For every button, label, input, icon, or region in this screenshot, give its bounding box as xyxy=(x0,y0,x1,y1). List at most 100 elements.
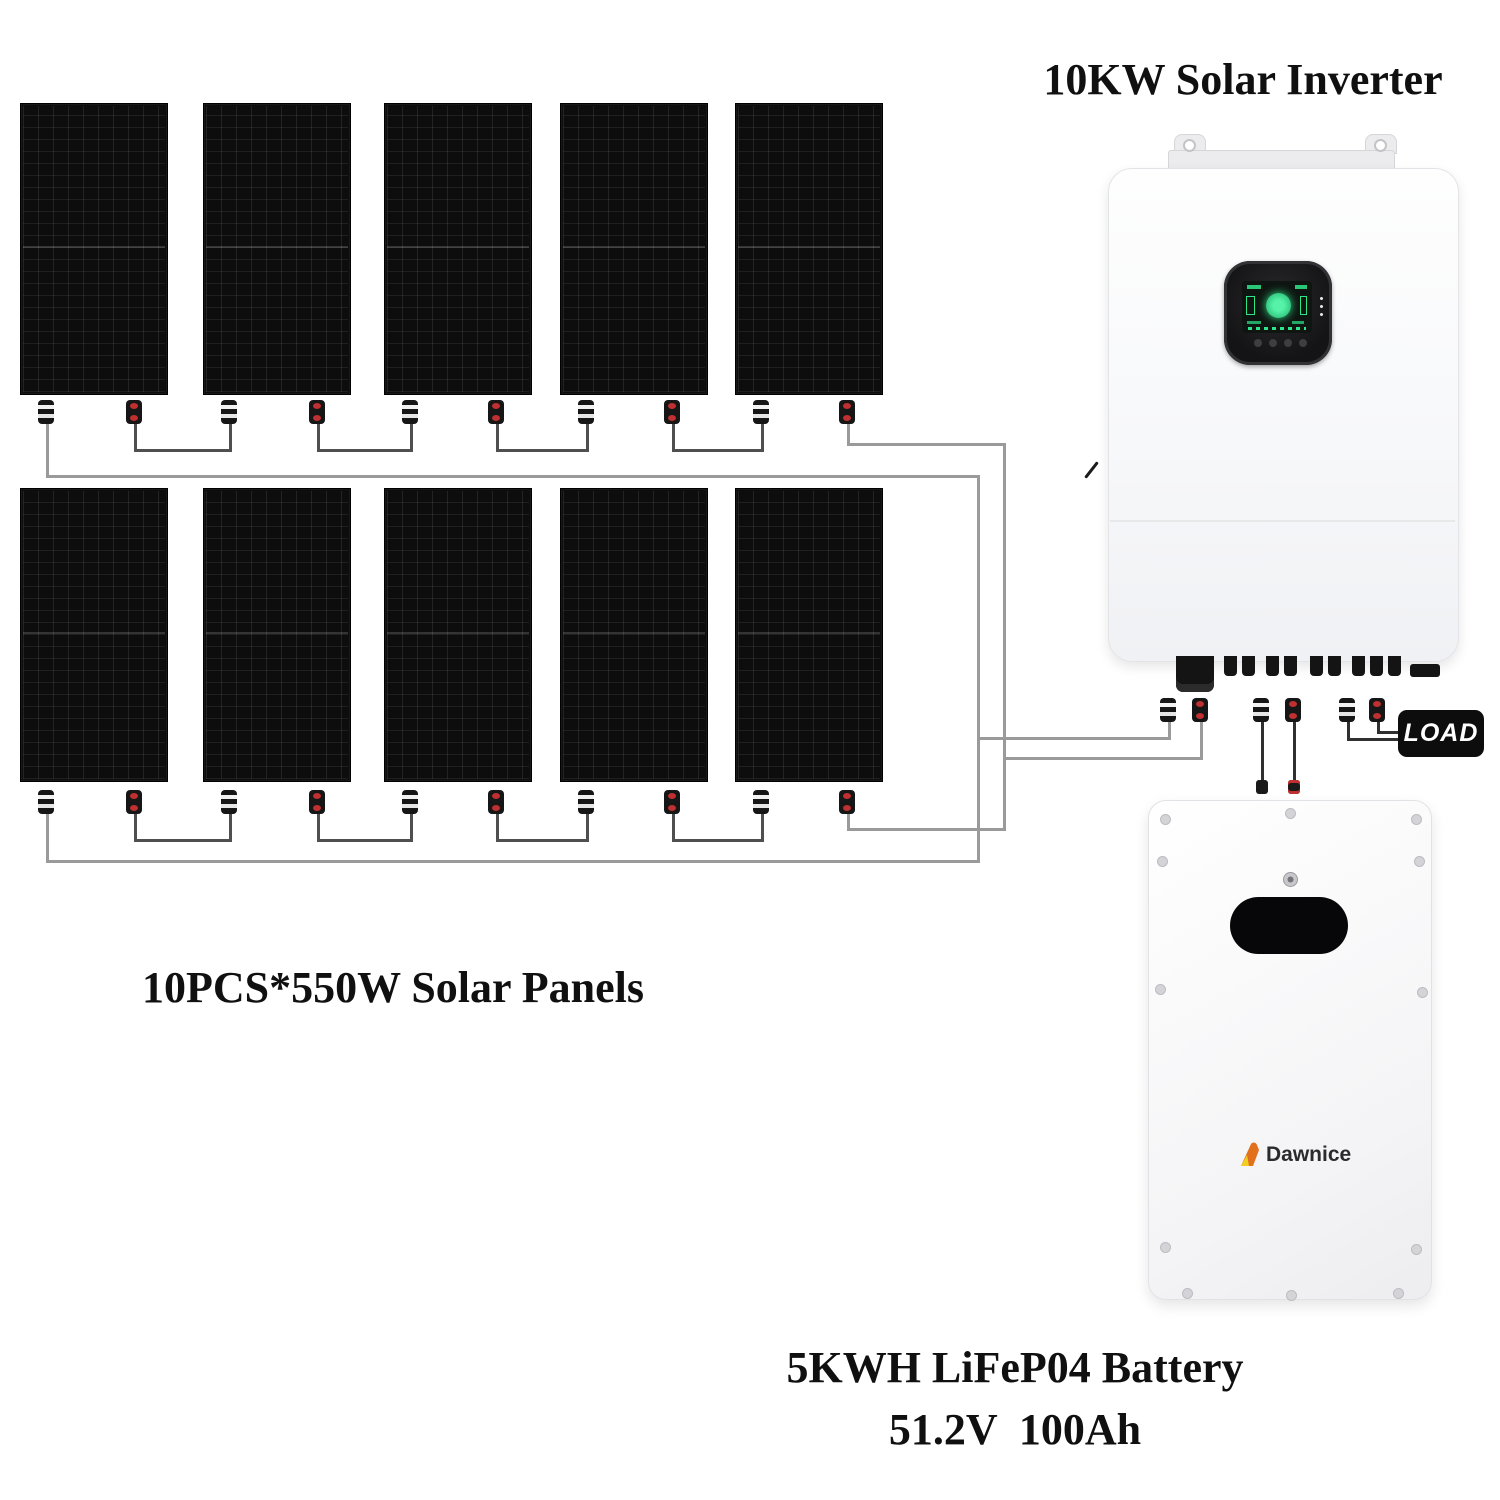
mounting-bracket xyxy=(1168,150,1395,170)
brand-name: Dawnice xyxy=(1266,1143,1352,1166)
wire xyxy=(672,814,675,842)
wire xyxy=(847,828,1006,831)
wire xyxy=(496,839,589,842)
status-led xyxy=(1320,297,1323,300)
cable-gland xyxy=(1352,656,1365,676)
mc4-connector-positive xyxy=(126,400,142,424)
display-button xyxy=(1299,339,1307,347)
solar-inverter xyxy=(1108,168,1459,662)
solar-panel xyxy=(203,488,351,782)
lcd-power-circle xyxy=(1266,293,1291,318)
battery-cable-tip xyxy=(1256,780,1268,794)
lcd-graphic xyxy=(1292,321,1304,324)
battery-connector-positive xyxy=(1285,698,1301,722)
wire xyxy=(847,424,850,446)
cable-gland xyxy=(1224,656,1237,676)
solar-panel xyxy=(560,103,708,395)
wire xyxy=(761,814,764,842)
mc4-connector-negative xyxy=(38,400,54,424)
wire xyxy=(46,814,49,863)
status-led xyxy=(1320,313,1323,316)
mc4-connector-negative xyxy=(753,790,769,814)
wire xyxy=(1168,722,1171,740)
mc4-connector-negative xyxy=(753,400,769,424)
display-button xyxy=(1284,339,1292,347)
battery-label-line1: 5KWH LiFeP04 Battery xyxy=(786,1343,1244,1392)
wire xyxy=(134,449,232,452)
screw xyxy=(1182,1288,1193,1299)
cable-gland xyxy=(1242,656,1255,676)
screw xyxy=(1414,856,1425,867)
solar-panel xyxy=(384,488,532,782)
solar-panel xyxy=(735,103,883,395)
wire xyxy=(46,860,980,863)
cable-gland xyxy=(1284,656,1297,676)
solar-panel xyxy=(384,103,532,395)
load-wire xyxy=(1377,722,1380,734)
battery-wire-positive xyxy=(1293,722,1296,784)
wire xyxy=(496,449,589,452)
battery-cable-tip xyxy=(1288,780,1300,794)
battery-label-line2: 51.2V 100Ah xyxy=(888,1405,1142,1454)
wire xyxy=(134,839,232,842)
wire xyxy=(229,814,232,842)
wire xyxy=(977,737,1170,740)
solar-panel xyxy=(203,103,351,395)
mc4-connector-positive xyxy=(664,400,680,424)
screw xyxy=(1285,808,1296,819)
mc4-connector-positive xyxy=(839,400,855,424)
mc4-connector-positive xyxy=(309,790,325,814)
wire xyxy=(410,814,413,842)
mounting-hole xyxy=(1374,139,1387,152)
pv-input-connector-negative xyxy=(1160,698,1176,722)
solar-panel xyxy=(735,488,883,782)
mc4-connector-negative xyxy=(402,400,418,424)
mc4-connector-positive xyxy=(126,790,142,814)
wire xyxy=(317,814,320,842)
display-button xyxy=(1254,339,1262,347)
screw xyxy=(1160,1242,1171,1253)
wire xyxy=(1200,722,1203,760)
mc4-connector-positive xyxy=(488,400,504,424)
wire xyxy=(46,475,980,478)
inverter-title: 10KW Solar Inverter xyxy=(1043,55,1443,104)
lcd-graphic xyxy=(1247,285,1261,289)
lcd-status-row xyxy=(1248,327,1306,330)
mc4-connector-negative xyxy=(38,790,54,814)
wire xyxy=(586,814,589,842)
solar-panel xyxy=(20,103,168,395)
load-wire xyxy=(1377,731,1401,734)
wire xyxy=(672,839,764,842)
wire xyxy=(317,449,413,452)
screw xyxy=(1411,814,1422,825)
load-wire xyxy=(1347,722,1350,741)
wire xyxy=(672,424,675,452)
cable-gland xyxy=(1388,656,1401,676)
wire xyxy=(977,475,980,863)
dawnice-logo-icon xyxy=(1241,1142,1259,1166)
wire xyxy=(410,424,413,452)
mc4-connector-negative xyxy=(578,790,594,814)
wire xyxy=(672,449,764,452)
mc4-connector-positive xyxy=(309,400,325,424)
screw xyxy=(1157,856,1168,867)
cable-gland xyxy=(1266,656,1279,676)
wire xyxy=(847,814,850,831)
wire xyxy=(496,424,499,452)
lcd-graphic xyxy=(1247,321,1261,324)
status-led xyxy=(1320,305,1323,308)
mc4-connector-negative xyxy=(402,790,418,814)
cable-gland xyxy=(1410,664,1440,677)
cable-gland xyxy=(1370,656,1383,676)
screw xyxy=(1411,1244,1422,1255)
mc4-connector-positive xyxy=(839,790,855,814)
battery-wire-negative xyxy=(1261,722,1264,784)
cable-gland xyxy=(1310,656,1323,676)
wire xyxy=(46,424,49,478)
battery-indicator-screw xyxy=(1283,872,1298,887)
load-connector-positive xyxy=(1369,698,1385,722)
screw xyxy=(1286,1290,1297,1301)
mc4-connector-negative xyxy=(221,400,237,424)
pv-input-connector-positive xyxy=(1192,698,1208,722)
